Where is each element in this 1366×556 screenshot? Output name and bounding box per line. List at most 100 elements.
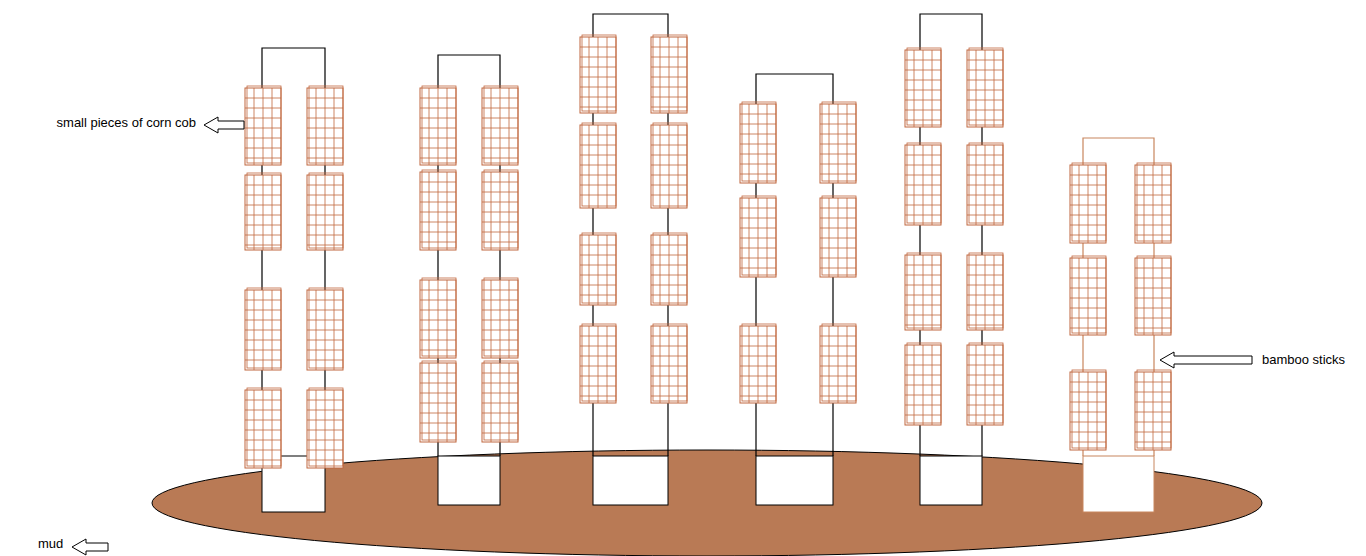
cob-row-line: [740, 356, 776, 357]
cob-grain-line: [985, 50, 986, 127]
cob-row-line: [420, 290, 456, 291]
cob-outline: [482, 363, 518, 442]
cob-row-line: [820, 356, 856, 357]
cob-row-line: [967, 185, 1003, 186]
cob-row-line: [245, 245, 281, 246]
cob-row-line: [967, 155, 1003, 156]
cob-row-line: [967, 90, 1003, 91]
cob-grain-line: [678, 235, 679, 305]
cob-row-line: [651, 265, 687, 266]
cob-grain-line: [509, 280, 510, 358]
cob-row-line: [1070, 382, 1106, 383]
corn-cob-piece: [482, 361, 518, 442]
cob-outline: [580, 235, 616, 305]
cob-outline: [740, 326, 776, 403]
cob-row-line: [905, 120, 941, 121]
cob-row-line: [651, 255, 687, 256]
cob-row-line: [482, 403, 518, 404]
cob-outline: [307, 88, 343, 165]
cob-grain-line: [678, 125, 679, 208]
cob-row-line: [967, 325, 1003, 326]
cob-row-line: [905, 110, 941, 111]
cob-row-line: [651, 47, 687, 48]
cob-row-line: [307, 320, 343, 321]
cob-row-line: [1135, 392, 1171, 393]
cob-grain-line: [932, 255, 933, 330]
cob-row-line: [740, 228, 776, 229]
cob-grain-line: [669, 125, 670, 208]
cob-grain-line: [429, 172, 430, 250]
cob-row-line: [905, 155, 941, 156]
cob-row-line: [245, 128, 281, 129]
cob-row-line: [967, 365, 1003, 366]
cob-row-line: [905, 60, 941, 61]
cob-row-line: [580, 275, 616, 276]
cob-grain-line: [669, 37, 670, 113]
cob-row-line: [1070, 205, 1106, 206]
cob-row-line: [967, 265, 1003, 266]
cob-grain-line: [847, 326, 848, 403]
cob-row-line: [1070, 308, 1106, 309]
cob-grain-line: [598, 326, 599, 403]
cob-row-line: [651, 87, 687, 88]
corn-cob-piece: [967, 48, 1003, 127]
cob-grain-line: [1088, 258, 1089, 335]
cob-outline: [482, 88, 518, 165]
cob-row-line: [420, 373, 456, 374]
cob-row-line: [905, 285, 941, 286]
cob-row-line: [482, 433, 518, 434]
cob-row-line: [245, 360, 281, 361]
cob-row-line: [245, 148, 281, 149]
cob-row-line: [820, 114, 856, 115]
cob-row-line: [820, 248, 856, 249]
cob-row-line: [420, 128, 456, 129]
cob-grain-line: [1079, 165, 1080, 243]
cob-grain-line: [767, 104, 768, 183]
cob-grain-line: [1097, 165, 1098, 243]
corn-cob-piece: [307, 86, 343, 165]
cob-row-line: [820, 228, 856, 229]
cob-grain-line: [985, 255, 986, 330]
corn-cob-piece: [1070, 370, 1106, 450]
cob-grain-line: [749, 326, 750, 403]
cob-row-line: [1135, 215, 1171, 216]
cob-grain-line: [932, 50, 933, 127]
cob-row-line: [307, 350, 343, 351]
cob-row-line: [580, 57, 616, 58]
cob-row-line: [580, 47, 616, 48]
corn-cob-piece: [1135, 256, 1171, 335]
cob-row-line: [482, 383, 518, 384]
cob-row-line: [245, 460, 281, 461]
cob-row-line: [420, 330, 456, 331]
cob-row-line: [1135, 318, 1171, 319]
corn-cob-piece: [580, 233, 616, 305]
cob-row-line: [967, 295, 1003, 296]
cob-outline-shadow: [247, 173, 281, 248]
cob-row-line: [967, 195, 1003, 196]
corn-cob-piece: [420, 278, 456, 358]
cob-row-line: [820, 218, 856, 219]
cob-grain-line: [491, 88, 492, 165]
cob-row-line: [482, 330, 518, 331]
cob-row-line: [651, 97, 687, 98]
cob-row-line: [482, 118, 518, 119]
cob-row-line: [1135, 382, 1171, 383]
cob-row-line: [580, 145, 616, 146]
cob-grain-line: [589, 326, 590, 403]
cob-row-line: [482, 423, 518, 424]
cob-row-line: [905, 265, 941, 266]
cob-grain-line: [914, 50, 915, 127]
corn-cob-piece: [420, 361, 456, 442]
cob-row-line: [740, 114, 776, 115]
cob-row-line: [1135, 422, 1171, 423]
cob-row-line: [307, 108, 343, 109]
cob-row-line: [740, 164, 776, 165]
cob-row-line: [580, 107, 616, 108]
cob-outline-shadow: [422, 86, 456, 163]
cob-row-line: [245, 430, 281, 431]
cob-row-line: [482, 182, 518, 183]
cob-row-line: [740, 346, 776, 347]
label-holder: mud: [38, 536, 63, 552]
cob-row-line: [820, 268, 856, 269]
